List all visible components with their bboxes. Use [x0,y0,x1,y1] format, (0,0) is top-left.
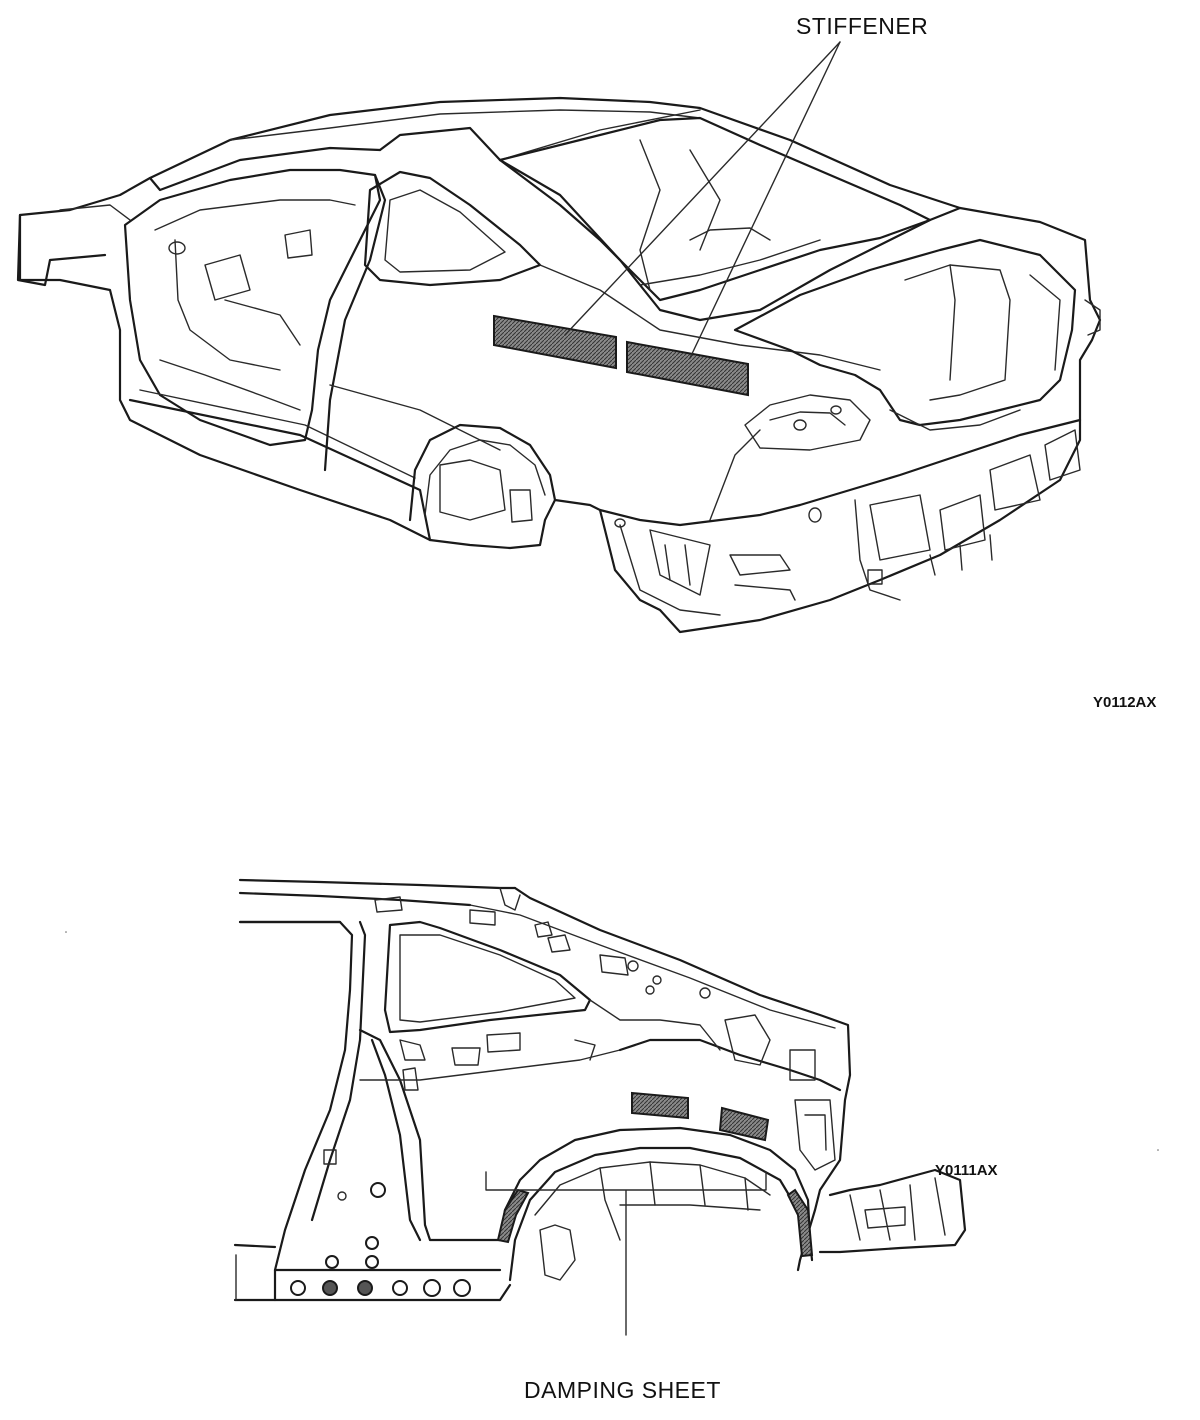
stiffener-label: STIFFENER [796,13,929,39]
damping-sheet-strip-rear [786,1188,814,1258]
figure-code-bottom: Y0111AX [935,1162,998,1179]
damping-sheet-bracket [485,1171,767,1336]
damping-sheet-label: DAMPING SHEET [524,1377,721,1403]
figure-code-top: Y0112AX [1093,694,1157,711]
stiffener-leader-line [689,41,841,359]
side-panel-drawing [233,878,967,1336]
stiffener-panel-front [493,314,617,370]
damping-sheet-strip-front [496,1188,530,1244]
stiffener-panel-rear [626,340,749,397]
damping-sheet-upper-front [631,1091,689,1120]
car-body-shell-drawing [16,41,1102,634]
damping-sheet-upper-rear [718,1106,770,1142]
stiffener-leader-line [564,41,841,336]
